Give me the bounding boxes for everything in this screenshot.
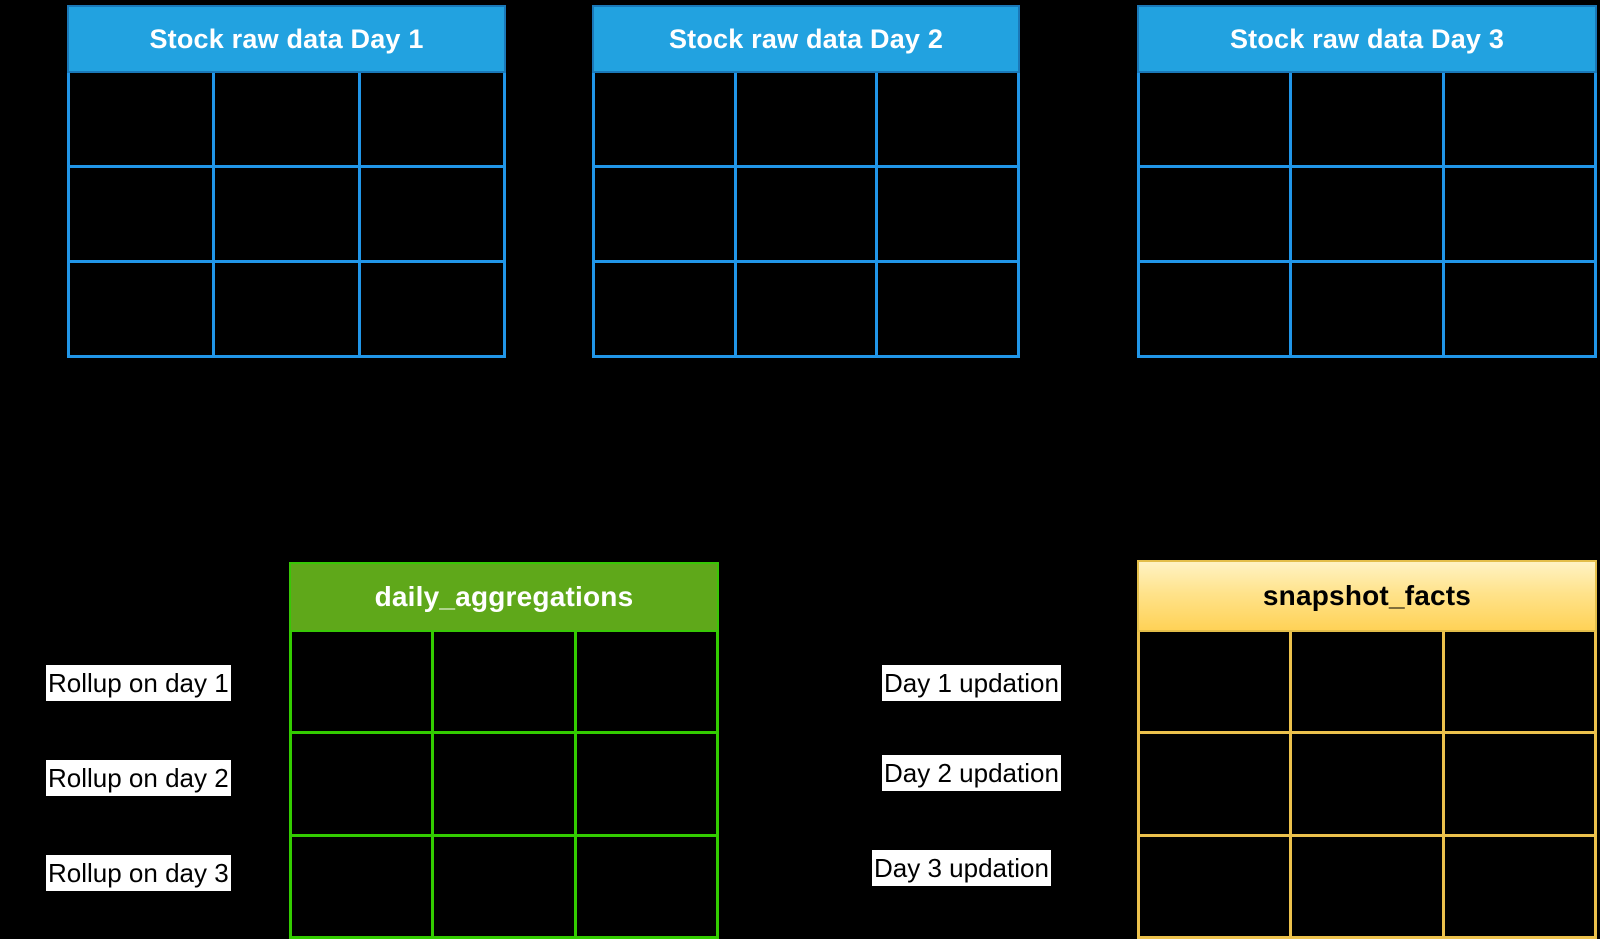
- table-cell[interactable]: [1441, 73, 1594, 165]
- table-cell[interactable]: [292, 632, 432, 732]
- table-cell[interactable]: [1289, 168, 1442, 260]
- table-row[interactable]: [1140, 73, 1594, 165]
- table-header-daily-aggregations: daily_aggregations: [289, 562, 719, 632]
- label-updation-day-1: Day 1 updation: [882, 665, 1061, 701]
- table-row[interactable]: [70, 260, 503, 355]
- table-row[interactable]: [595, 165, 1018, 260]
- table-row[interactable]: [292, 833, 716, 936]
- table-cell[interactable]: [431, 836, 574, 936]
- table-cell[interactable]: [70, 168, 213, 260]
- table-cell[interactable]: [1441, 263, 1594, 355]
- table-cell[interactable]: [1441, 734, 1594, 834]
- table-cell[interactable]: [1289, 263, 1442, 355]
- table-stock-raw-data-day-3[interactable]: Stock raw data Day 3: [1137, 5, 1597, 358]
- label-rollup-day-2: Rollup on day 2: [46, 760, 231, 796]
- table-cell[interactable]: [1140, 168, 1290, 260]
- table-cell[interactable]: [573, 632, 716, 732]
- table-row[interactable]: [292, 731, 716, 834]
- table-row[interactable]: [1140, 632, 1594, 732]
- table-cell[interactable]: [595, 168, 734, 260]
- table-body-stock-raw-data-day-1: [67, 73, 506, 358]
- table-row[interactable]: [1140, 260, 1594, 355]
- table-cell[interactable]: [1289, 836, 1442, 936]
- table-cell[interactable]: [70, 73, 213, 165]
- table-cell[interactable]: [357, 168, 503, 260]
- table-cell[interactable]: [212, 168, 358, 260]
- table-row[interactable]: [70, 73, 503, 165]
- table-cell[interactable]: [431, 632, 574, 732]
- table-cell[interactable]: [1441, 836, 1594, 936]
- table-row[interactable]: [292, 632, 716, 732]
- table-body-stock-raw-data-day-3: [1137, 73, 1597, 358]
- label-rollup-day-1: Rollup on day 1: [46, 665, 231, 701]
- table-cell[interactable]: [70, 263, 213, 355]
- table-stock-raw-data-day-2[interactable]: Stock raw data Day 2: [592, 5, 1020, 358]
- table-snapshot-facts[interactable]: snapshot_facts: [1137, 560, 1597, 939]
- table-cell[interactable]: [357, 263, 503, 355]
- table-row[interactable]: [1140, 165, 1594, 260]
- table-cell[interactable]: [573, 836, 716, 936]
- table-cell[interactable]: [212, 73, 358, 165]
- table-header-stock-raw-data-day-3: Stock raw data Day 3: [1137, 5, 1597, 73]
- table-cell[interactable]: [1140, 836, 1290, 936]
- table-cell[interactable]: [1289, 734, 1442, 834]
- label-updation-day-3: Day 3 updation: [872, 850, 1051, 886]
- table-cell[interactable]: [1441, 168, 1594, 260]
- table-cell[interactable]: [1140, 73, 1290, 165]
- table-row[interactable]: [595, 260, 1018, 355]
- table-row[interactable]: [595, 73, 1018, 165]
- table-cell[interactable]: [733, 73, 876, 165]
- table-cell[interactable]: [357, 73, 503, 165]
- table-cell[interactable]: [875, 73, 1018, 165]
- table-cell[interactable]: [733, 263, 876, 355]
- table-row[interactable]: [1140, 731, 1594, 834]
- table-cell[interactable]: [875, 168, 1018, 260]
- table-cell[interactable]: [1140, 632, 1290, 732]
- table-header-stock-raw-data-day-2: Stock raw data Day 2: [592, 5, 1020, 73]
- table-body-daily-aggregations: [289, 632, 719, 939]
- table-cell[interactable]: [1289, 632, 1442, 732]
- table-body-stock-raw-data-day-2: [592, 73, 1020, 358]
- table-cell[interactable]: [1289, 73, 1442, 165]
- table-cell[interactable]: [875, 263, 1018, 355]
- table-cell[interactable]: [1441, 632, 1594, 732]
- table-cell[interactable]: [1140, 734, 1290, 834]
- table-cell[interactable]: [595, 73, 734, 165]
- table-daily-aggregations[interactable]: daily_aggregations: [289, 562, 719, 939]
- table-body-snapshot-facts: [1137, 632, 1597, 939]
- table-header-stock-raw-data-day-1: Stock raw data Day 1: [67, 5, 506, 73]
- table-cell[interactable]: [573, 734, 716, 834]
- table-stock-raw-data-day-1[interactable]: Stock raw data Day 1: [67, 5, 506, 358]
- table-header-snapshot-facts: snapshot_facts: [1137, 560, 1597, 632]
- table-cell[interactable]: [595, 263, 734, 355]
- label-updation-day-2: Day 2 updation: [882, 755, 1061, 791]
- table-cell[interactable]: [733, 168, 876, 260]
- table-cell[interactable]: [1140, 263, 1290, 355]
- table-row[interactable]: [70, 165, 503, 260]
- label-rollup-day-3: Rollup on day 3: [46, 855, 231, 891]
- table-row[interactable]: [1140, 833, 1594, 936]
- table-cell[interactable]: [431, 734, 574, 834]
- table-cell[interactable]: [212, 263, 358, 355]
- table-cell[interactable]: [292, 836, 432, 936]
- table-cell[interactable]: [292, 734, 432, 834]
